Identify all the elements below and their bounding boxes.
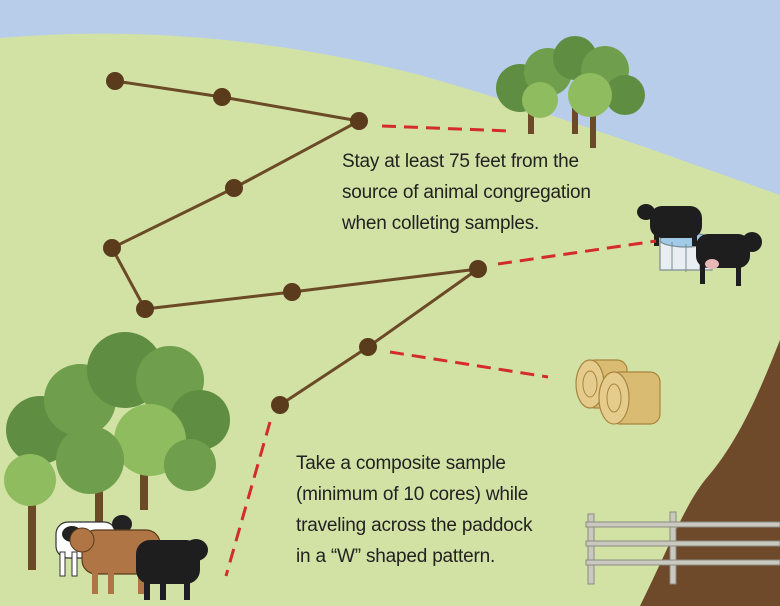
tree-cluster-icon — [496, 36, 645, 148]
sample-point — [225, 179, 243, 197]
sample-point — [103, 239, 121, 257]
sample-point — [106, 72, 124, 90]
tree-cluster-icon — [4, 332, 230, 570]
sample-point — [359, 338, 377, 356]
hay-bale-icon — [575, 359, 661, 425]
sample-point — [350, 112, 368, 130]
sample-point — [469, 260, 487, 278]
sample-point — [213, 88, 231, 106]
pattern-caption-line: Take a composite sample — [296, 453, 506, 474]
w-sampling-path — [110, 79, 480, 407]
pattern-caption-line: (minimum of 10 cores) while — [296, 484, 529, 505]
distance-caption: Stay at least 75 feet from the source of… — [342, 146, 591, 239]
fence-icon — [585, 511, 780, 585]
distance-line-water — [497, 239, 657, 266]
distance-caption-line: when colleting samples. — [342, 213, 540, 234]
sample-point — [136, 300, 154, 318]
cow-icon — [136, 539, 208, 600]
distance-line-hay — [389, 350, 549, 379]
distance-caption-line: source of animal congregation — [342, 182, 591, 203]
pattern-caption-line: traveling across the paddock — [296, 515, 533, 536]
pattern-caption: Take a composite sample (minimum of 10 c… — [296, 448, 532, 572]
sample-point — [271, 396, 289, 414]
sample-point — [283, 283, 301, 301]
cow-icon — [696, 232, 762, 286]
cow-icon — [637, 204, 702, 246]
distance-line-cows — [224, 421, 272, 577]
sample-points — [103, 72, 487, 414]
pattern-caption-line: in a “W” shaped pattern. — [296, 546, 496, 567]
distance-guides — [224, 124, 657, 577]
distance-caption-line: Stay at least 75 feet from the — [342, 151, 579, 172]
